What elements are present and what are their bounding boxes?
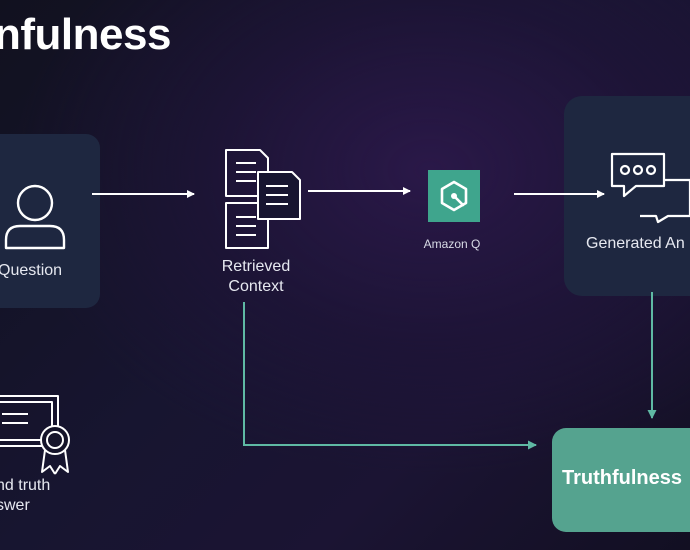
page-title: nfulness: [0, 10, 171, 59]
truthfulness-label: Truthfulness: [562, 467, 683, 489]
ground-truth-label: nd truth swer: [0, 476, 50, 516]
amazon-q-logo-icon: [428, 170, 480, 222]
connector-context-to-truthfulness: [243, 302, 537, 450]
generated-answer-label: Generated An: [586, 235, 685, 252]
generated-answer-card: [564, 96, 690, 296]
retrieved-context-label-line2: Context: [228, 278, 284, 295]
ground-truth-label-line1: nd truth: [0, 477, 51, 494]
ground-truth-label-line2: swer: [0, 497, 30, 514]
retrieved-context-label-line1: Retrieved: [221, 258, 291, 275]
question-label: Question: [0, 262, 63, 279]
truthfulness-card: [552, 428, 690, 532]
amazon-q-label: Amazon Q: [423, 237, 481, 251]
documents-icon: [225, 149, 301, 249]
person-icon: [4, 184, 66, 250]
retrieved-context-label: Retrieved Context: [196, 257, 316, 297]
amazon-q-glyph: [440, 180, 468, 212]
chat-bubbles-icon: [610, 152, 690, 224]
question-card: [0, 134, 100, 308]
certificate-icon: [0, 395, 70, 475]
